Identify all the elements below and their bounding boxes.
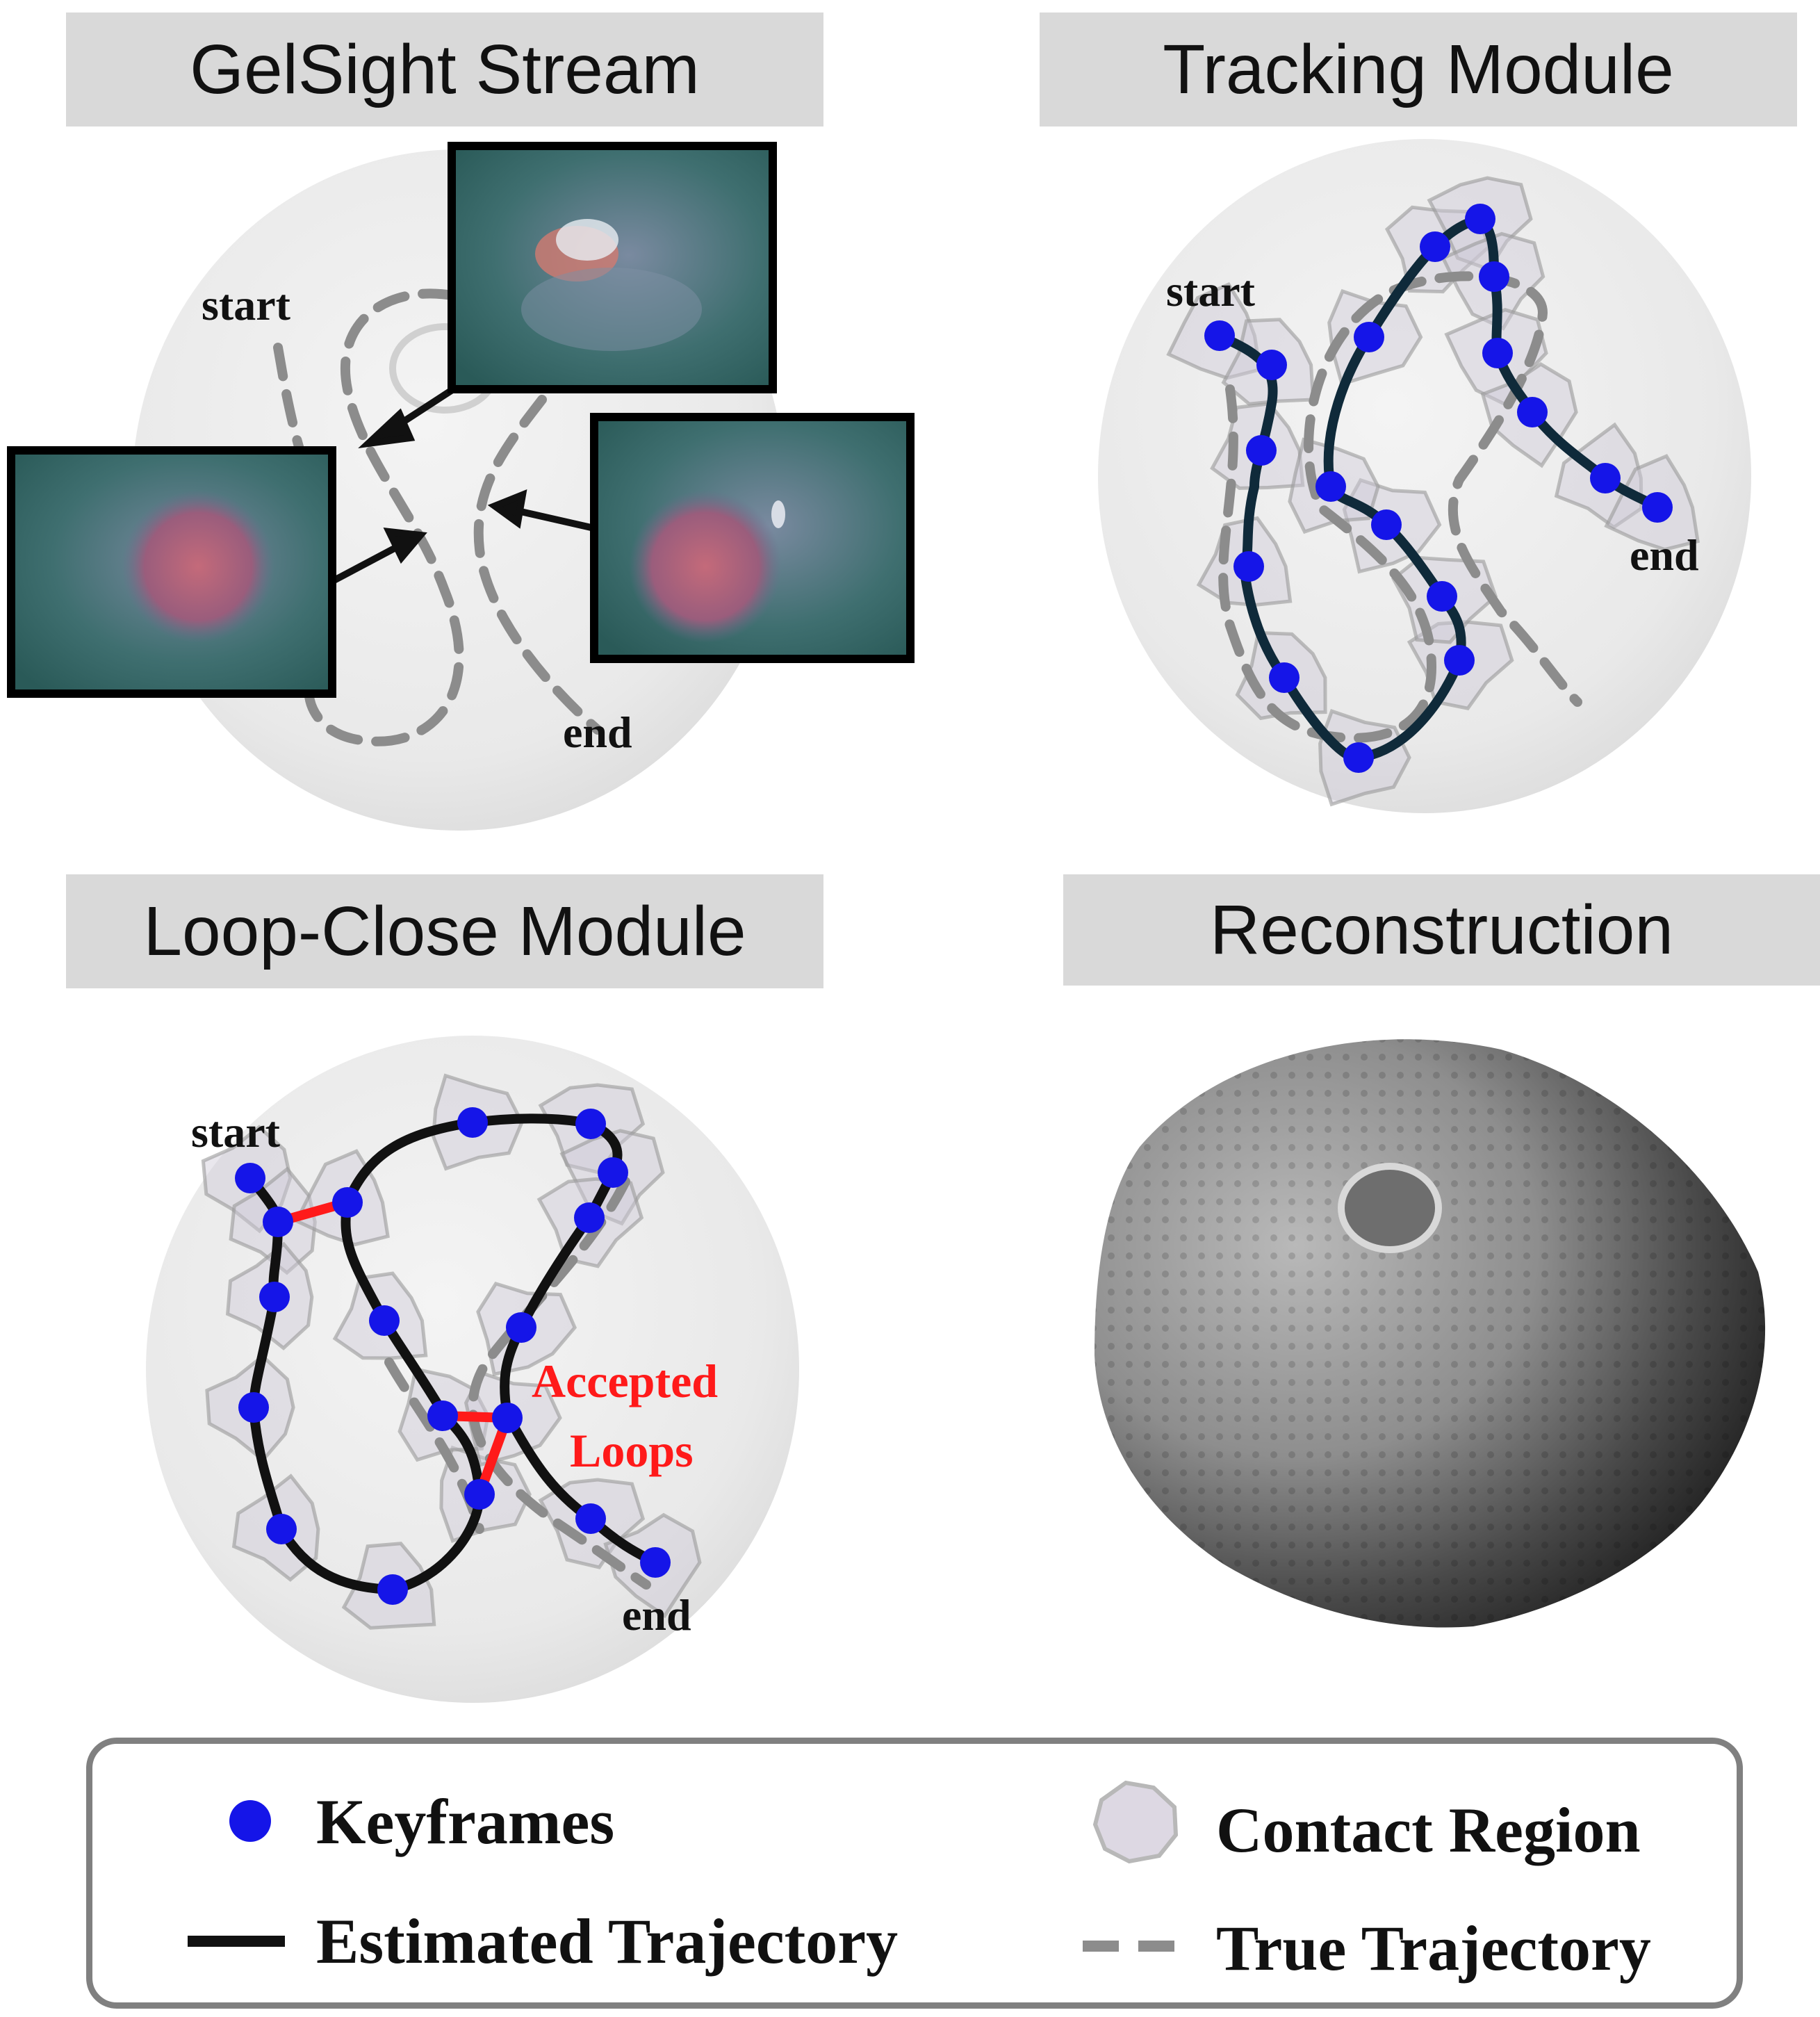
keyframe-marker bbox=[506, 1312, 536, 1343]
legend-keyframes-label: Keyframes bbox=[316, 1786, 615, 1857]
keyframe-marker bbox=[598, 1157, 628, 1188]
start-label: start bbox=[1166, 266, 1256, 316]
legend-true-trajectory-label: True Trajectory bbox=[1216, 1913, 1651, 1984]
keyframe-marker bbox=[263, 1207, 293, 1237]
true-trajectory-path bbox=[1218, 271, 1582, 743]
keyframe-marker bbox=[1642, 492, 1673, 523]
keyframe-marker bbox=[235, 1163, 265, 1193]
loopclose-panel: start end Accepted Loops bbox=[146, 1036, 799, 1703]
keyframe-marker bbox=[1465, 204, 1495, 234]
legend bbox=[86, 1738, 1743, 2009]
keyframe-marker bbox=[1427, 581, 1457, 612]
keyframe-marker bbox=[1590, 463, 1621, 493]
keyframe-marker bbox=[575, 1109, 606, 1139]
keyframe-marker bbox=[1479, 261, 1509, 292]
reconstruction-title: Reconstruction bbox=[1063, 874, 1820, 986]
accepted-loops-label-line1: Accepted bbox=[532, 1355, 718, 1407]
keyframe-marker bbox=[1256, 350, 1287, 380]
keyframe-marker bbox=[1233, 551, 1264, 582]
keyframe-marker bbox=[1420, 231, 1450, 262]
keyframe-marker bbox=[1371, 509, 1402, 540]
keyframe-marker bbox=[1246, 435, 1277, 466]
keyframe-marker bbox=[574, 1202, 605, 1233]
keyframe-marker bbox=[266, 1514, 297, 1544]
frame-arrows bbox=[328, 382, 596, 586]
keyframe-marker bbox=[575, 1503, 606, 1534]
keyframe-marker bbox=[1354, 322, 1384, 352]
keyframe-marker bbox=[1204, 320, 1235, 351]
accepted-loops-label-line2: Loops bbox=[570, 1424, 694, 1477]
keyframe-marker bbox=[1444, 645, 1475, 676]
keyframe-marker bbox=[1517, 397, 1548, 427]
keyframe-marker bbox=[464, 1479, 495, 1510]
legend-contact-region-label: Contact Region bbox=[1216, 1795, 1641, 1865]
tracking-module-title: Tracking Module bbox=[1040, 13, 1797, 126]
gelsight-frame-top bbox=[448, 142, 777, 393]
gelsight-stream-title: GelSight Stream bbox=[66, 13, 823, 126]
keyframes bbox=[1204, 204, 1673, 773]
keyframe-marker bbox=[1315, 471, 1346, 502]
keyframes bbox=[235, 1107, 671, 1605]
start-label: start bbox=[202, 280, 291, 329]
keyframe-marker bbox=[369, 1305, 400, 1336]
keyframe-marker bbox=[1269, 662, 1300, 693]
keyframe-marker bbox=[640, 1547, 671, 1578]
legend-estimated-trajectory-label: Estimated Trajectory bbox=[316, 1906, 899, 1977]
reconstruction-panel bbox=[1095, 1039, 1766, 1628]
crater bbox=[1338, 1163, 1442, 1253]
keyframe-marker bbox=[259, 1282, 290, 1312]
keyframe-marker bbox=[457, 1107, 488, 1138]
keyframe-marker bbox=[427, 1401, 458, 1431]
tracking-panel: start end bbox=[1098, 139, 1751, 813]
surface-texture bbox=[1095, 1039, 1766, 1628]
keyframe-marker bbox=[377, 1574, 408, 1605]
gelsight-frame-right bbox=[590, 413, 915, 663]
loop-close-module-title: Loop-Close Module bbox=[66, 874, 823, 988]
keyframe-marker bbox=[332, 1187, 363, 1218]
keyframe-marker bbox=[492, 1403, 523, 1433]
end-label: end bbox=[622, 1590, 691, 1640]
start-label: start bbox=[191, 1107, 281, 1157]
end-label: end bbox=[563, 708, 632, 757]
gelsight-frame-left bbox=[7, 446, 336, 698]
keyframe-marker bbox=[238, 1392, 269, 1423]
gelsight-panel: start end bbox=[7, 142, 915, 831]
end-label: end bbox=[1630, 530, 1699, 580]
keyframe-marker bbox=[1343, 742, 1374, 773]
keyframe-marker bbox=[1482, 338, 1513, 368]
